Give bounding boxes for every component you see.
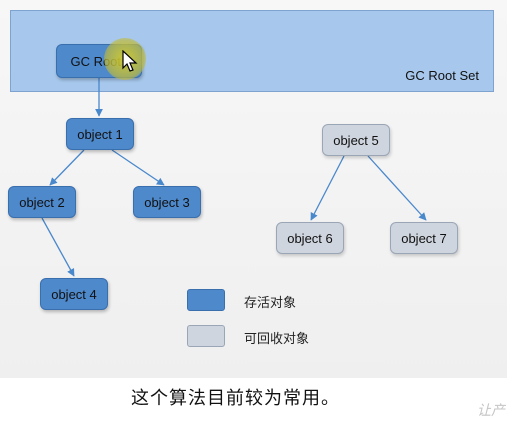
- edge-object5-to-object7: [367, 155, 427, 221]
- legend-live-label: 存活对象: [244, 295, 297, 310]
- object-7-node: object 7: [390, 222, 458, 254]
- legend-dead-swatch: [187, 325, 225, 347]
- object-4-node: object 4: [40, 278, 108, 310]
- object-1-node: object 1: [66, 118, 134, 150]
- edge-object1-to-object3: [111, 149, 165, 186]
- object-2-label: object 2: [19, 194, 65, 210]
- edge-object5-to-object6: [310, 155, 345, 221]
- legend-live-swatch: [187, 289, 225, 311]
- object-3-label: object 3: [144, 194, 190, 210]
- object-1-label: object 1: [77, 126, 123, 142]
- watermark: 让产: [477, 402, 505, 418]
- object-3-node: object 3: [133, 186, 201, 218]
- object-6-label: object 6: [287, 230, 333, 246]
- object-2-node: object 2: [8, 186, 76, 218]
- pointer-cursor-icon: [122, 50, 138, 72]
- subtitle-text: 这个算法目前较为常用。: [131, 388, 340, 408]
- object-5-node: object 5: [322, 124, 390, 156]
- object-5-label: object 5: [333, 132, 379, 148]
- object-7-label: object 7: [401, 230, 447, 246]
- object-4-label: object 4: [51, 286, 97, 302]
- legend-dead-label: 可回收对象: [244, 331, 310, 346]
- gc-root-set-label: GC Root Set: [405, 68, 479, 83]
- edge-object1-to-object2: [49, 149, 85, 186]
- edge-object2-to-object4: [41, 217, 75, 277]
- subtitle-bar: 这个算法目前较为常用。 让产: [0, 378, 507, 428]
- object-6-node: object 6: [276, 222, 344, 254]
